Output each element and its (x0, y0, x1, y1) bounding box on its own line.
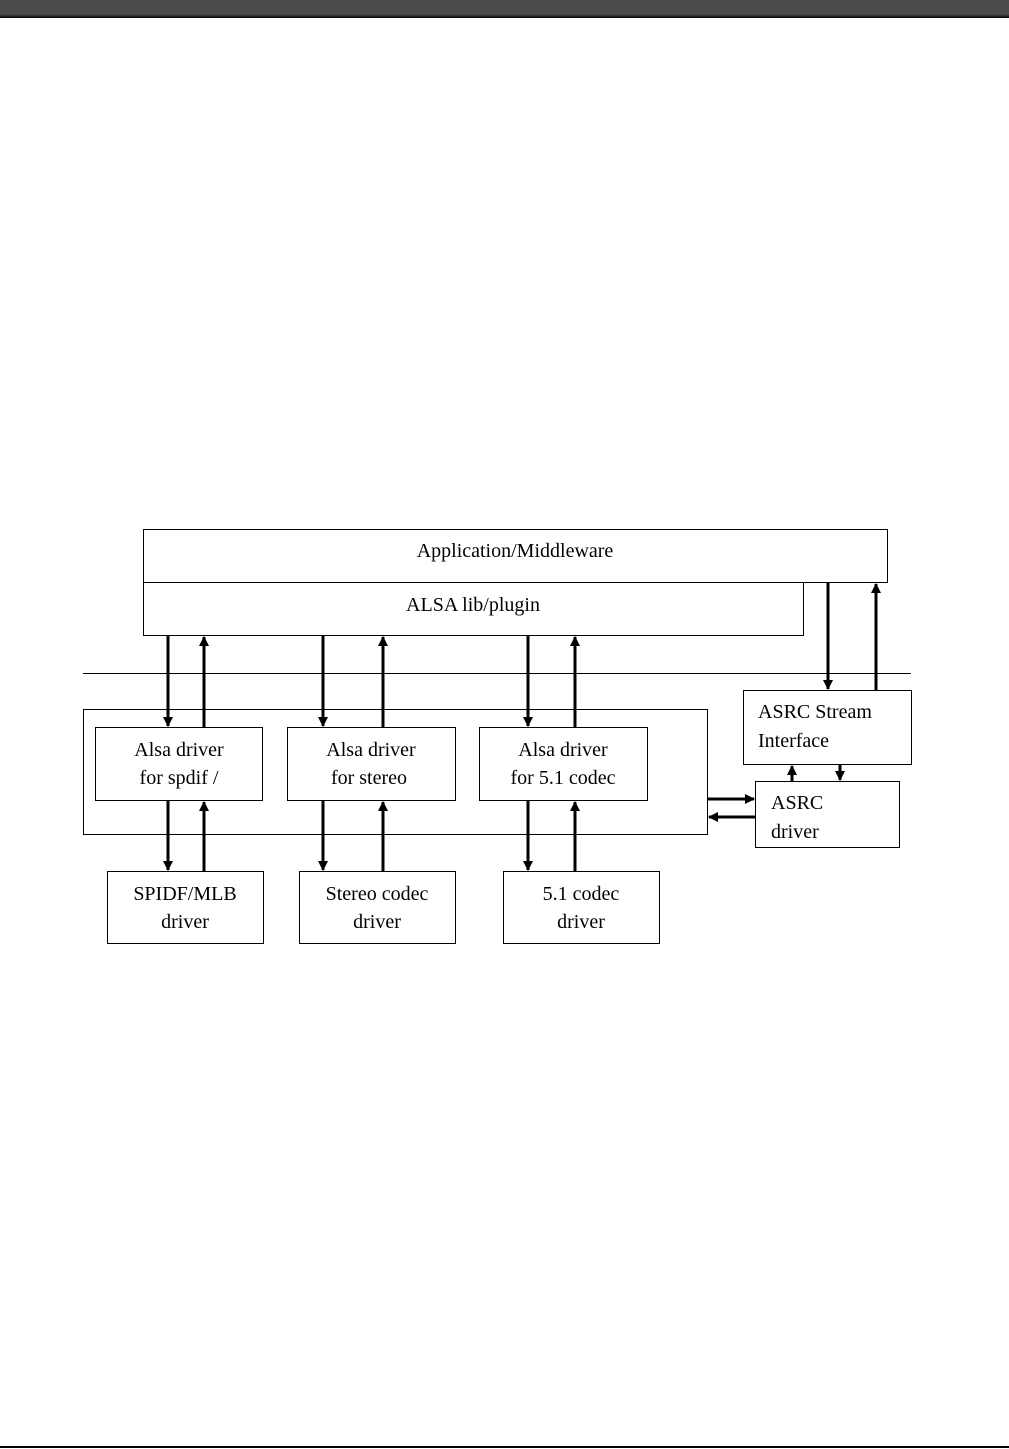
stereo-codec-driver-line2: driver (353, 911, 401, 933)
alsa-driver-51-box (479, 727, 648, 801)
application-middleware-label: Application/Middleware (417, 540, 614, 562)
alsa-driver-spdif-line2: for spdif / (140, 767, 219, 789)
asrc-stream-interface-line2: Interface (758, 730, 829, 752)
stereo-codec-driver-line1: Stereo codec (326, 883, 429, 905)
codec-51-driver-line2: driver (557, 911, 605, 933)
alsa-lib-plugin-box (143, 582, 804, 636)
alsa-driver-spdif-box (95, 727, 263, 801)
codec-51-driver-line1: 5.1 codec (543, 883, 620, 905)
asrc-stream-interface-line1: ASRC Stream (758, 701, 872, 723)
alsa-driver-stereo-line1: Alsa driver (326, 739, 416, 761)
asrc-stream-interface-box (743, 690, 912, 765)
spdif-mlb-driver-line2: driver (161, 911, 209, 933)
page-footer-rule (0, 1446, 1009, 1448)
alsa-driver-group (83, 709, 708, 835)
alsa-driver-spdif-line1: Alsa driver (134, 739, 224, 761)
page-header-bar (0, 0, 1009, 18)
alsa-driver-51-line2: for 5.1 codec (511, 767, 616, 789)
asrc-driver-line1: ASRC (771, 792, 823, 814)
alsa-driver-stereo-line2: for stereo (331, 767, 407, 789)
alsa-driver-stereo-box (287, 727, 456, 801)
asrc-driver-box (755, 781, 900, 848)
stereo-codec-driver-box (299, 871, 456, 944)
alsa-lib-plugin-label: ALSA lib/plugin (406, 594, 540, 616)
codec-51-driver-box (503, 871, 660, 944)
spdif-mlb-driver-box (107, 871, 264, 944)
alsa-driver-51-line1: Alsa driver (518, 739, 608, 761)
spdif-mlb-driver-line1: SPIDF/MLB (133, 883, 236, 905)
asrc-driver-line2: driver (771, 821, 819, 843)
